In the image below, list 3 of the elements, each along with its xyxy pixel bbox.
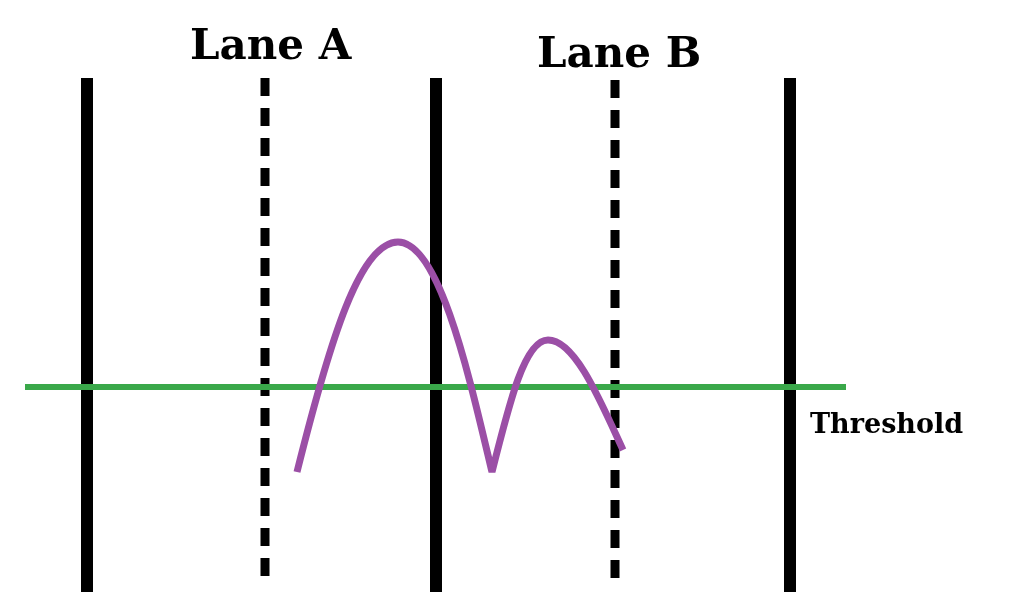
lane-label: Lane A — [190, 24, 352, 66]
threshold-label: Threshold — [810, 410, 964, 437]
lane-label: Lane B — [537, 32, 702, 74]
